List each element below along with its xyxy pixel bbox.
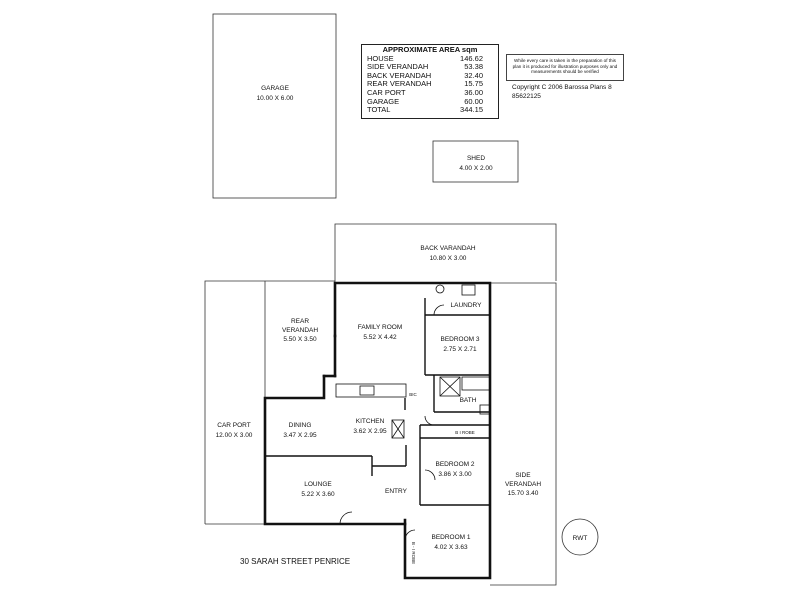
bedroom3-dims: 2.75 X 2.71: [443, 346, 477, 353]
side-verandah-dims: 15.70 3.40: [508, 490, 539, 497]
door-arc-bedroom1: [404, 529, 416, 541]
back-verandah-label: BACK VARANDAH: [420, 245, 475, 252]
bic-label: BIC: [409, 392, 417, 397]
kitchen-label: KITCHEN: [356, 418, 385, 425]
rear-verandah-dims: 5.50 X 3.50: [283, 336, 317, 343]
bedroom2-label: BEDROOM 2: [435, 461, 474, 468]
rear-verandah-label-1: REAR: [291, 318, 309, 325]
rear-verandah-label-2: VERANDAH: [282, 327, 318, 334]
back-verandah-dims: 10.80 X 3.00: [430, 255, 467, 262]
fridge-space: [391, 419, 405, 439]
bedroom2-dims: 3.86 X 3.00: [438, 471, 472, 478]
lounge-label: LOUNGE: [304, 481, 332, 488]
kitchen-bench: [335, 383, 407, 398]
fridge-cross-b: [391, 419, 405, 439]
lounge-dims: 5.22 X 3.60: [301, 491, 335, 498]
door-arc-bedroom3: [433, 304, 445, 316]
laundry-trough: [461, 284, 476, 296]
area-table-title: APPROXIMATE AREA sqm: [382, 45, 478, 54]
door-arc-bath: [424, 415, 435, 426]
car-port-label: CAR PORT: [217, 422, 250, 429]
side-verandah-label-1: SIDE: [515, 472, 531, 479]
bi-robe-vertical-label: B - I ROBE: [411, 542, 416, 564]
exterior-wall-left: [263, 374, 407, 526]
garage-outline: [212, 13, 337, 199]
door-arc-front: [339, 511, 353, 525]
kitchen-sink: [359, 385, 375, 396]
b-robe-label: B I ROBE: [455, 430, 475, 435]
shower: [439, 376, 461, 397]
copyright-phone: 85622125: [512, 93, 541, 100]
family-room-label: FAMILY ROOM: [358, 324, 403, 331]
property-address: 30 SARAH STREET PENRICE: [240, 557, 351, 566]
bedroom3-label: BEDROOM 3: [440, 336, 479, 343]
copyright-line: Copyright C 2006 Barossa Plans 8: [512, 84, 612, 91]
door-arc-bedroom2: [424, 469, 436, 481]
side-verandah-label-2: VERANDAH: [505, 481, 541, 488]
rwt-label: RWT: [573, 535, 588, 542]
toilet-icon: [435, 284, 445, 294]
dining-dims: 3.47 X 2.95: [283, 432, 317, 439]
exterior-wall-right: [333, 281, 492, 580]
bedroom1-dims: 4.02 X 3.63: [434, 544, 468, 551]
shed-dims: 4.00 X 2.00: [459, 165, 493, 172]
bedroom1-label: BEDROOM 1: [431, 534, 470, 541]
dining-label: DINING: [289, 422, 312, 429]
bath-label: BATH: [460, 397, 477, 404]
bath-vanity: [479, 404, 491, 415]
garage-label: GARAGE: [261, 85, 289, 92]
disclaimer-line: While every care is taken in the prepara…: [514, 58, 616, 63]
rainwater-tank: [561, 518, 599, 556]
entry-label: ENTRY: [385, 488, 408, 495]
side-verandah-outline: [490, 282, 557, 586]
car-port-outline: [204, 280, 335, 524]
back-verandah-outline: [334, 223, 557, 283]
disclaimer-line: plan it is produced for illustration pur…: [512, 63, 618, 69]
kitchen-dims: 3.62 X 2.95: [353, 428, 387, 435]
family-room-dims: 5.52 X 4.42: [363, 334, 397, 341]
garage-dims: 10.00 X 6.00: [257, 95, 294, 102]
shower-cross-b: [439, 376, 461, 397]
disclaimer-line: measurements should be verified: [531, 69, 599, 75]
shed-label: SHED: [467, 155, 485, 162]
bathtub: [461, 376, 491, 391]
car-port-dims: 12.00 X 3.00: [216, 432, 253, 439]
shed-outline: [432, 140, 519, 183]
disclaimer-box: While every care is taken in the prepara…: [506, 54, 624, 81]
laundry-label: LAUNDRY: [451, 302, 483, 309]
copyright: Copyright C 2006 Barossa Plans 8 8562212…: [512, 83, 612, 101]
